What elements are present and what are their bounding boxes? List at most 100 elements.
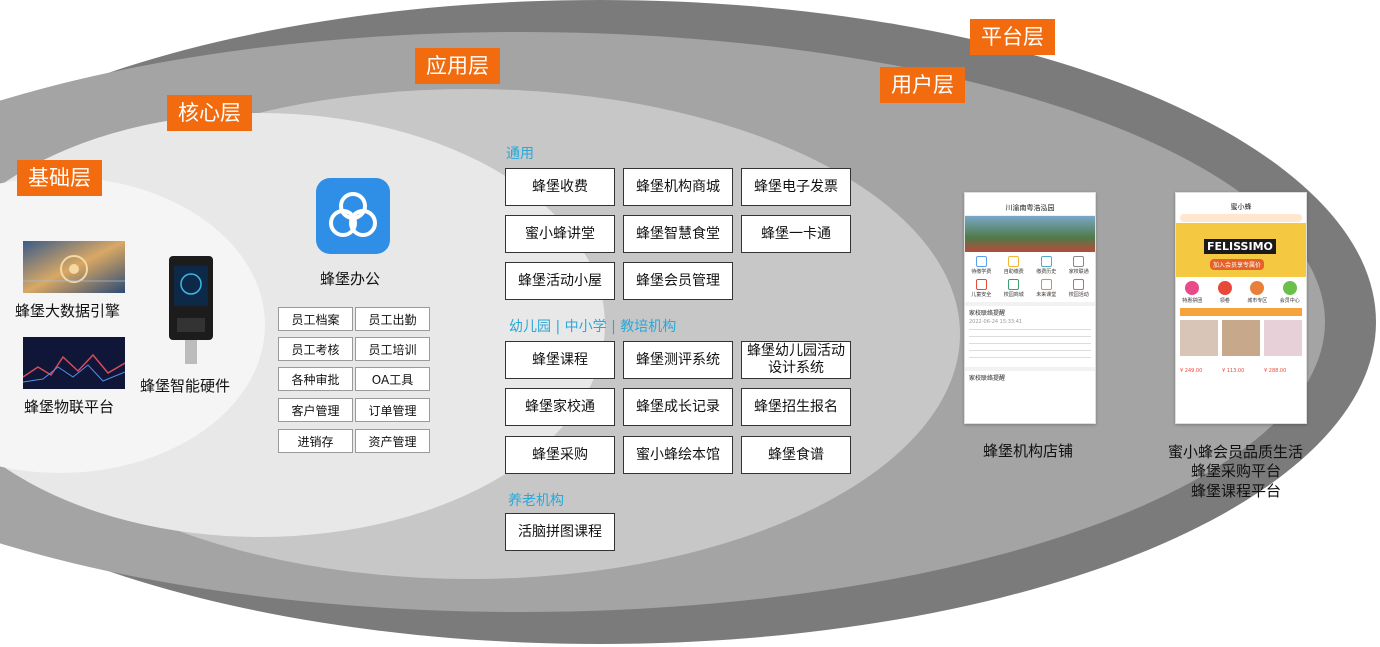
member-icon-label: 特惠拼团 — [1182, 298, 1203, 304]
store-feature-icon — [1073, 256, 1085, 267]
store-phone-screenshot: 川渝南粤浩泓园 待缴学费自助缴费缴费历史 家校联通儿童安全 校园商城 未来课堂 校园活动… — [964, 192, 1096, 424]
core-module-9[interactable]: 资产管理 — [355, 429, 430, 453]
core-module-1[interactable]: 员工出勤 — [355, 307, 430, 331]
general-section-title: 通用 — [506, 146, 534, 162]
store-feature-icon — [975, 279, 987, 290]
store-icon-label: 家校联通 — [1068, 269, 1089, 275]
bigdata-image — [23, 241, 125, 293]
core-module-7[interactable]: 订单管理 — [355, 398, 430, 422]
store-phone-icon-grid: 待缴学费自助缴费缴费历史 家校联通儿童安全 校园商城 未来课堂 校园活动 — [965, 252, 1095, 302]
member-icon-label: 领卷 — [1219, 298, 1230, 304]
core-layer-tag: 核心层 — [167, 95, 252, 131]
platform-label-2: 蜂堡采购平台 — [1191, 462, 1282, 480]
member-icon-item-0[interactable]: 特惠拼团 — [1176, 281, 1209, 304]
platform-label-1: 蜜小蜂会员品质生活 — [1168, 443, 1304, 461]
member-icon-label: 城市专区 — [1247, 298, 1268, 304]
store-feature-icon — [1040, 256, 1052, 267]
felissimo-banner-text: FELISSIMO — [1204, 239, 1276, 254]
edu-module-4[interactable]: 蜂堡成长记录 — [623, 388, 733, 426]
hardware-device-image — [169, 256, 213, 364]
store-icon-label: 儿童安全 — [971, 292, 992, 298]
application-layer-tag: 应用层 — [415, 48, 500, 84]
platform-label-3: 蜂堡课程平台 — [1191, 482, 1282, 500]
user-layer-tag: 用户层 — [880, 67, 965, 103]
product-image — [1180, 320, 1218, 356]
store-icon-label: 待缴学费 — [971, 269, 992, 275]
general-module-1[interactable]: 蜂堡机构商城 — [623, 168, 733, 206]
general-module-3[interactable]: 蜜小蜂讲堂 — [505, 215, 615, 253]
member-feature-icon — [1185, 281, 1200, 295]
store-feature-icon — [1040, 279, 1052, 290]
member-feature-icon — [1282, 281, 1297, 295]
member-phone-screenshot: 蜜小蜂 FELISSIMO 加入会员享专属价 特惠拼团 领卷 城市专区 会员中心 ¥ … — [1175, 192, 1307, 424]
store-label: 蜂堡机构店铺 — [983, 442, 1074, 460]
store-icon-item-4[interactable]: 儿童安全 — [965, 277, 998, 300]
bigdata-label: 蜂堡大数据引擎 — [15, 302, 121, 320]
member-icon-item-2[interactable]: 城市专区 — [1241, 281, 1274, 304]
hardware-label: 蜂堡智能硬件 — [140, 377, 231, 395]
member-phone-title: 蜜小蜂 — [1230, 203, 1252, 211]
member-join-text: 加入会员享专属价 — [1210, 259, 1265, 270]
store-phone-notice-2: 家校联络提醒 — [965, 367, 1095, 384]
member-phone-icon-grid: 特惠拼团 领卷 城市专区 会员中心 — [1176, 277, 1306, 308]
edu-module-8[interactable]: 蜂堡食谱 — [741, 436, 851, 474]
general-module-2[interactable]: 蜂堡电子发票 — [741, 168, 851, 206]
edu-section-title: 幼儿园 | 中小学 | 教培机构 — [509, 319, 677, 335]
edu-module-5[interactable]: 蜂堡招生报名 — [741, 388, 851, 426]
member-icon-item-3[interactable]: 会员中心 — [1274, 281, 1307, 304]
elder-module-0[interactable]: 活脑拼图课程 — [505, 513, 615, 551]
store-icon-item-7[interactable]: 校园活动 — [1063, 277, 1096, 300]
edu-module-1[interactable]: 蜂堡测评系统 — [623, 341, 733, 379]
store-feature-icon — [975, 256, 987, 267]
edu-module-7[interactable]: 蜜小蜂绘本馆 — [623, 436, 733, 474]
edu-module-6[interactable]: 蜂堡采购 — [505, 436, 615, 474]
member-phone-products: ¥ 249.00 ¥ 113.00 ¥ 288.00 — [1176, 316, 1306, 378]
store-icon-label: 校园活动 — [1068, 292, 1089, 298]
core-module-6[interactable]: 客户管理 — [278, 398, 353, 422]
product-price: ¥ 249.00 — [1180, 368, 1203, 374]
iot-image — [23, 337, 125, 389]
iot-label: 蜂堡物联平台 — [24, 398, 115, 416]
product-image — [1264, 320, 1302, 356]
store-phone-title: 川渝南粤浩泓园 — [965, 201, 1095, 216]
general-module-5[interactable]: 蜂堡一卡通 — [741, 215, 851, 253]
general-module-0[interactable]: 蜂堡收费 — [505, 168, 615, 206]
core-module-8[interactable]: 进销存 — [278, 429, 353, 453]
edu-module-3[interactable]: 蜂堡家校通 — [505, 388, 615, 426]
core-module-2[interactable]: 员工考核 — [278, 337, 353, 361]
general-module-7[interactable]: 蜂堡会员管理 — [623, 262, 733, 300]
store-icon-label: 校园商城 — [1003, 292, 1024, 298]
store-feature-icon — [1073, 279, 1085, 290]
store-icon-item-5[interactable]: 校园商城 — [998, 277, 1031, 300]
member-feature-icon — [1217, 281, 1232, 295]
product-card-1[interactable]: ¥ 113.00 — [1222, 320, 1260, 374]
store-feature-icon — [1008, 256, 1020, 267]
general-module-4[interactable]: 蜂堡智慧食堂 — [623, 215, 733, 253]
member-icon-label: 会员中心 — [1279, 298, 1300, 304]
product-card-2[interactable]: ¥ 288.00 — [1264, 320, 1302, 374]
core-module-0[interactable]: 员工档案 — [278, 307, 353, 331]
product-price: ¥ 113.00 — [1222, 368, 1245, 374]
store-icon-item-6[interactable]: 未来课堂 — [1030, 277, 1063, 300]
product-price: ¥ 288.00 — [1264, 368, 1287, 374]
core-module-5[interactable]: OA工具 — [355, 367, 430, 391]
foundation-layer-tag: 基础层 — [17, 160, 102, 196]
store-icon-item-3[interactable]: 家校联通 — [1063, 254, 1096, 277]
product-image — [1222, 320, 1260, 356]
store-icon-item-2[interactable]: 缴费历史 — [1030, 254, 1063, 277]
store-icon-item-0[interactable]: 待缴学费 — [965, 254, 998, 277]
member-feature-icon — [1250, 281, 1265, 295]
edu-module-0[interactable]: 蜂堡课程 — [505, 341, 615, 379]
store-icon-label: 缴费历史 — [1036, 269, 1057, 275]
core-module-4[interactable]: 各种审批 — [278, 367, 353, 391]
edu-module-2[interactable]: 蜂堡幼儿园活动设计系统 — [741, 341, 851, 379]
store-icon-label: 未来课堂 — [1036, 292, 1057, 298]
store-icon-item-1[interactable]: 自助缴费 — [998, 254, 1031, 277]
core-module-3[interactable]: 员工培训 — [355, 337, 430, 361]
store-phone-time: 2022-06-24 15:33:41 — [969, 319, 1023, 325]
product-card-0[interactable]: ¥ 249.00 — [1180, 320, 1218, 374]
store-phone-banner — [965, 216, 1095, 252]
general-module-6[interactable]: 蜂堡活动小屋 — [505, 262, 615, 300]
office-app-icon[interactable] — [316, 178, 390, 254]
member-icon-item-1[interactable]: 领卷 — [1209, 281, 1242, 304]
